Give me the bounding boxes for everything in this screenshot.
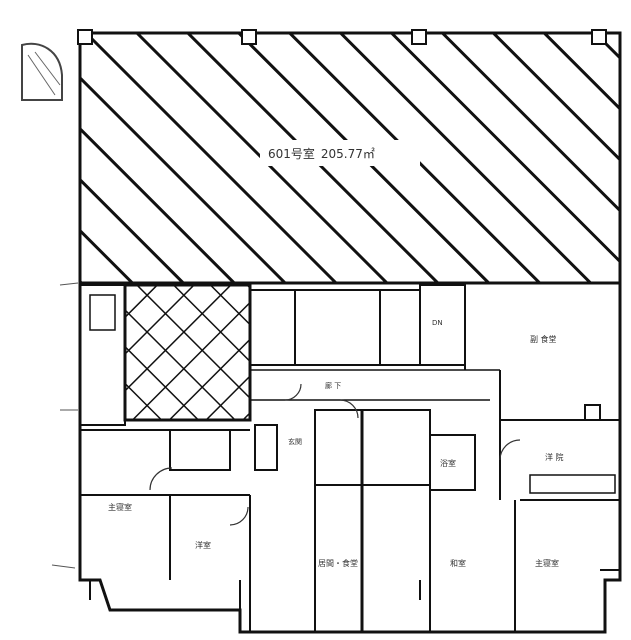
room-label: 浴室 — [440, 458, 456, 468]
room-label: 廊 下 — [325, 381, 341, 390]
cross-hatched-core — [123, 283, 252, 422]
stair-symbol — [21, 42, 63, 101]
room-label: 主寝室 — [108, 502, 132, 512]
room-label: 玄関 — [288, 437, 302, 446]
room-label: 副 食堂 — [530, 334, 557, 344]
room-label: 和室 — [450, 558, 466, 568]
margin-marks — [51, 282, 79, 569]
room-label: DN — [432, 319, 443, 327]
room-label: 居間・食堂 — [318, 558, 358, 568]
room-labels: 主寝室 洋室 居間・食堂 和室 主寝室 副 食堂 洋 院 浴室 DN 廊 下 玄… — [108, 319, 564, 568]
room-label: 洋室 — [195, 540, 211, 550]
door-swings — [149, 383, 521, 526]
room-label: 洋 院 — [545, 452, 564, 462]
lower-unit-walls — [78, 283, 622, 634]
room-label: 主寝室 — [535, 558, 559, 568]
